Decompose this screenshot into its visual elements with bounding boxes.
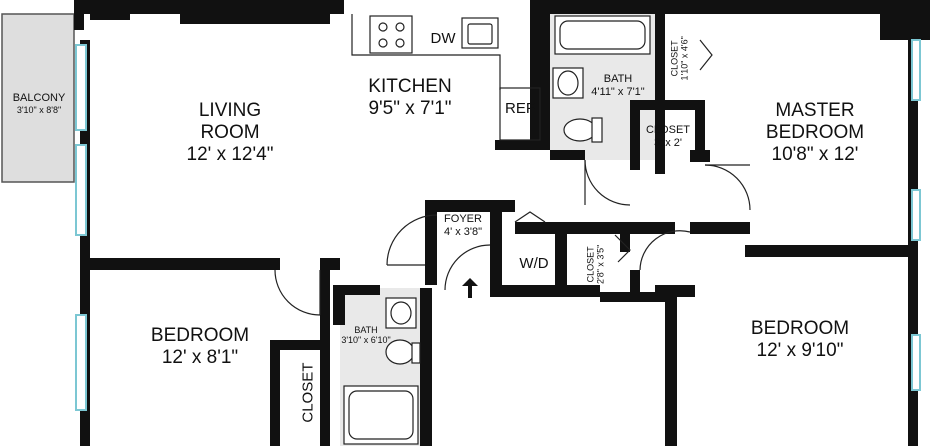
bedroom-right-label: BEDROOM 12' x 9'10" <box>725 318 875 362</box>
closet-mid-label: CLOSET 3' x 2' <box>640 124 696 149</box>
closet-foyer-dims: 2'8" x 3'5" <box>596 244 606 285</box>
closet-mid-name: CLOSET <box>645 124 690 136</box>
closet-top-dims: 1'10" x 4'6" <box>680 36 690 81</box>
laundry-label: W/D <box>519 255 549 272</box>
foyer-label: FOYER 4' x 3'8" <box>433 213 493 238</box>
closet-bedroom-label: CLOSET <box>299 362 317 423</box>
kitchen-label: KITCHEN 9'5" x 7'1" <box>345 76 475 120</box>
master-bedroom-label: MASTER BEDROOM 10'8" x 12' <box>740 100 890 166</box>
balcony-area <box>1 13 75 183</box>
balcony-dims: 3'10" x 8'8" <box>16 104 62 115</box>
bath-small-dims: 3'10" x 6'10" <box>341 335 391 346</box>
bath-small-fixtures <box>343 297 421 445</box>
living-room-dims: 12' x 12'4" <box>186 143 274 165</box>
walls <box>74 0 930 446</box>
master-bedroom-dims: 10'8" x 12' <box>771 143 859 165</box>
closet-top-name: CLOSET <box>669 40 680 77</box>
bedroom-left-dims: 12' x 8'1" <box>161 346 239 368</box>
bedroom-left-label: BEDROOM 12' x 8'1" <box>125 325 275 369</box>
closet-mid-dims: 3' x 2' <box>653 136 683 149</box>
bath-main-label: BATH 4'11" x 7'1" <box>578 73 658 98</box>
bath-main-name: BATH <box>603 73 633 85</box>
dishwasher-label: DW <box>430 30 456 47</box>
master-bedroom-name-line1: MASTER <box>775 100 855 121</box>
master-bedroom-name-line2: BEDROOM <box>765 121 865 143</box>
closet-top-label: CLOSET 1'10" x 4'6" <box>670 23 691 93</box>
living-room-label: LIVING ROOM 12' x 12'4" <box>150 100 310 166</box>
foyer-name: FOYER <box>444 213 482 225</box>
balcony-label: BALCONY 3'10" x 8'8" <box>6 92 72 115</box>
living-room-name-line2: ROOM <box>200 121 260 143</box>
kitchen-name: KITCHEN <box>368 76 452 97</box>
living-room-name-line1: LIVING <box>198 100 262 121</box>
windows <box>75 39 921 411</box>
kitchen-counter <box>351 14 541 141</box>
entry-arrow-icon <box>462 278 478 298</box>
closet-foyer-label: CLOSET 2'8" x 3'5" <box>586 233 607 295</box>
bedroom-right-name: BEDROOM <box>750 318 850 339</box>
refrigerator-label: REF <box>505 100 535 117</box>
bedroom-left-name: BEDROOM <box>150 325 250 346</box>
closet-foyer-name: CLOSET <box>585 246 596 283</box>
bath-small-label: BATH 3'10" x 6'10" <box>338 325 394 346</box>
bath-main-dims: 4'11" x 7'1" <box>591 85 645 98</box>
bath-small-name: BATH <box>354 325 378 335</box>
bath-main-fixtures <box>552 15 651 143</box>
foyer-dims: 4' x 3'8" <box>443 225 483 238</box>
balcony-name: BALCONY <box>12 92 66 104</box>
door-swings <box>274 39 751 316</box>
bedroom-right-dims: 12' x 9'10" <box>756 339 844 361</box>
kitchen-dims: 9'5" x 7'1" <box>368 97 452 119</box>
